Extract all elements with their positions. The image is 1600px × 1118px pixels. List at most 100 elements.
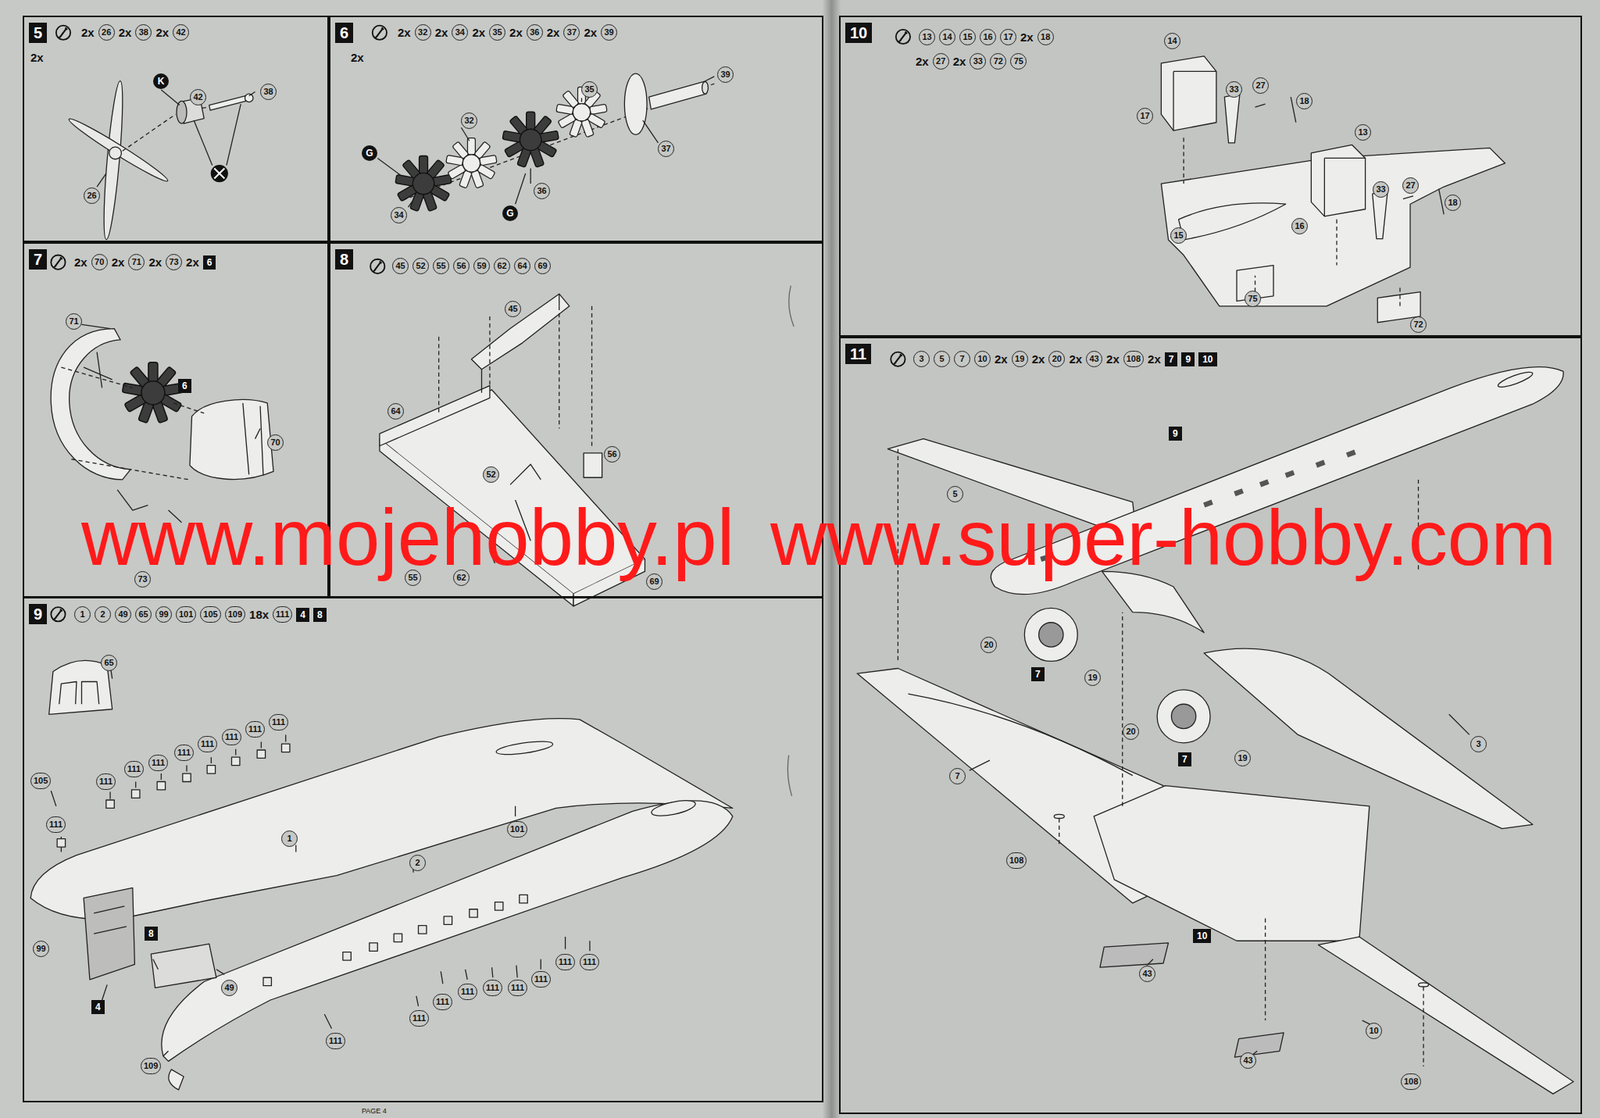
- callout-number: 34: [390, 207, 408, 224]
- callout-number: 62: [493, 257, 511, 275]
- callout-number: 35: [489, 24, 506, 41]
- callout-number: 56: [603, 446, 621, 463]
- quantity: 2x: [583, 26, 597, 39]
- callout-number: 43: [1085, 350, 1103, 368]
- callout-number: 27: [932, 53, 950, 70]
- callout-number: 64: [387, 403, 404, 420]
- fuselage-halves-drawing: [30, 660, 733, 1090]
- quantity: 2x: [509, 26, 523, 39]
- callout-number: 75: [1244, 290, 1261, 308]
- callout-number: 111: [457, 983, 478, 1000]
- engine-drawing: [377, 73, 715, 211]
- callout-number: 71: [128, 253, 145, 271]
- callout-number: 17: [1000, 28, 1017, 46]
- callout-number: 73: [165, 253, 183, 271]
- callout-number: 33: [969, 53, 986, 70]
- callout-number: 39: [600, 24, 618, 41]
- step-number: 5: [28, 22, 47, 43]
- paint-code: K: [153, 73, 169, 90]
- cowling-drawing: [50, 324, 274, 522]
- callout-number: 35: [581, 81, 598, 98]
- parts-list: 2x272x337275: [915, 53, 1027, 70]
- callout-number: 10: [974, 350, 991, 368]
- callout-number: 14: [939, 28, 956, 46]
- callout-number: 111: [96, 773, 116, 790]
- step-reference: 9: [1168, 426, 1183, 441]
- callout-number: 2: [94, 606, 111, 623]
- parts-list: 13141516172x18: [918, 28, 1054, 46]
- quantity: 2x: [1106, 353, 1120, 365]
- quantity: 2x: [1147, 353, 1161, 365]
- callout-number: 111: [409, 1010, 429, 1027]
- callout-number: 19: [1084, 669, 1101, 686]
- callout-number: 32: [460, 112, 478, 129]
- step-number: 7: [28, 249, 47, 270]
- quantity: 2x: [350, 51, 365, 64]
- callout-number: 109: [140, 1057, 161, 1075]
- parts-list: 2x702x712x732x6: [74, 253, 216, 271]
- callout-number: 111: [221, 728, 242, 746]
- callout-number: 19: [1011, 350, 1029, 368]
- callout-number: 59: [473, 257, 490, 275]
- quantity: 2x: [915, 55, 929, 68]
- callout-number: 45: [392, 257, 409, 275]
- callout-number: 18: [1296, 92, 1313, 110]
- callout-number: 109: [225, 606, 246, 623]
- callout-number: 15: [1170, 227, 1187, 244]
- callout-number: 111: [46, 816, 66, 833]
- parts-list: 2x262x382x42: [81, 24, 190, 41]
- callout-number: 33: [1225, 81, 1243, 98]
- callout-number: 56: [453, 257, 470, 275]
- callout-number: 7: [953, 350, 971, 368]
- callout-number: 38: [260, 83, 277, 100]
- quantity: 2x: [1032, 353, 1046, 365]
- callout-number: 49: [114, 606, 132, 623]
- callout-number: 19: [1234, 750, 1251, 767]
- page-number: PAGE 4: [361, 1107, 387, 1115]
- callout-number: 5: [933, 350, 950, 368]
- callout-number: 13: [918, 28, 936, 46]
- callout-number: 15: [959, 28, 976, 46]
- quantity: 2x: [155, 26, 169, 39]
- callout-number: 36: [526, 24, 543, 41]
- callout-number: 55: [432, 257, 450, 275]
- callout-number: 72: [989, 53, 1007, 70]
- quantity: 2x: [118, 26, 133, 39]
- quantity: 2x: [397, 26, 411, 39]
- callout-number: 27: [1402, 177, 1419, 194]
- step-reference: 6: [203, 255, 217, 270]
- callout-number: 65: [100, 654, 118, 672]
- callout-number: 108: [1006, 852, 1027, 869]
- callout-number: 10: [1365, 1022, 1383, 1040]
- step-number: 6: [335, 22, 354, 43]
- callout-number: 2: [409, 854, 426, 872]
- step-panel: 10: [839, 15, 1583, 337]
- step-reference: 9: [1181, 352, 1195, 367]
- callout-number: 101: [507, 821, 528, 838]
- step-number: 9: [28, 603, 47, 625]
- callout-number: 111: [148, 754, 168, 772]
- left-page: [0, 0, 829, 1118]
- quantity: 2x: [111, 256, 125, 268]
- callout-number: 111: [268, 714, 289, 731]
- step-panel: 5: [22, 15, 329, 243]
- callout-number: 111: [482, 979, 503, 997]
- callout-number: 7: [949, 767, 966, 785]
- callout-number: 111: [272, 606, 293, 623]
- step-reference: 8: [313, 607, 327, 622]
- parts-list: 2x322x342x352x362x372x39: [397, 24, 618, 41]
- paint-code: G: [502, 205, 518, 222]
- callout-number: 111: [531, 971, 551, 988]
- callout-number: 37: [563, 24, 580, 41]
- quantity: 18x: [249, 608, 269, 621]
- step-reference: 8: [144, 926, 158, 941]
- callout-number: 1: [281, 830, 298, 847]
- callout-number: 20: [1048, 350, 1065, 368]
- callout-number: 70: [267, 434, 284, 451]
- callout-number: 64: [514, 257, 531, 275]
- callout-number: 34: [451, 24, 468, 41]
- quantity: 2x: [546, 26, 561, 39]
- step-reference: 7: [1164, 352, 1179, 367]
- callout-number: 42: [172, 24, 190, 41]
